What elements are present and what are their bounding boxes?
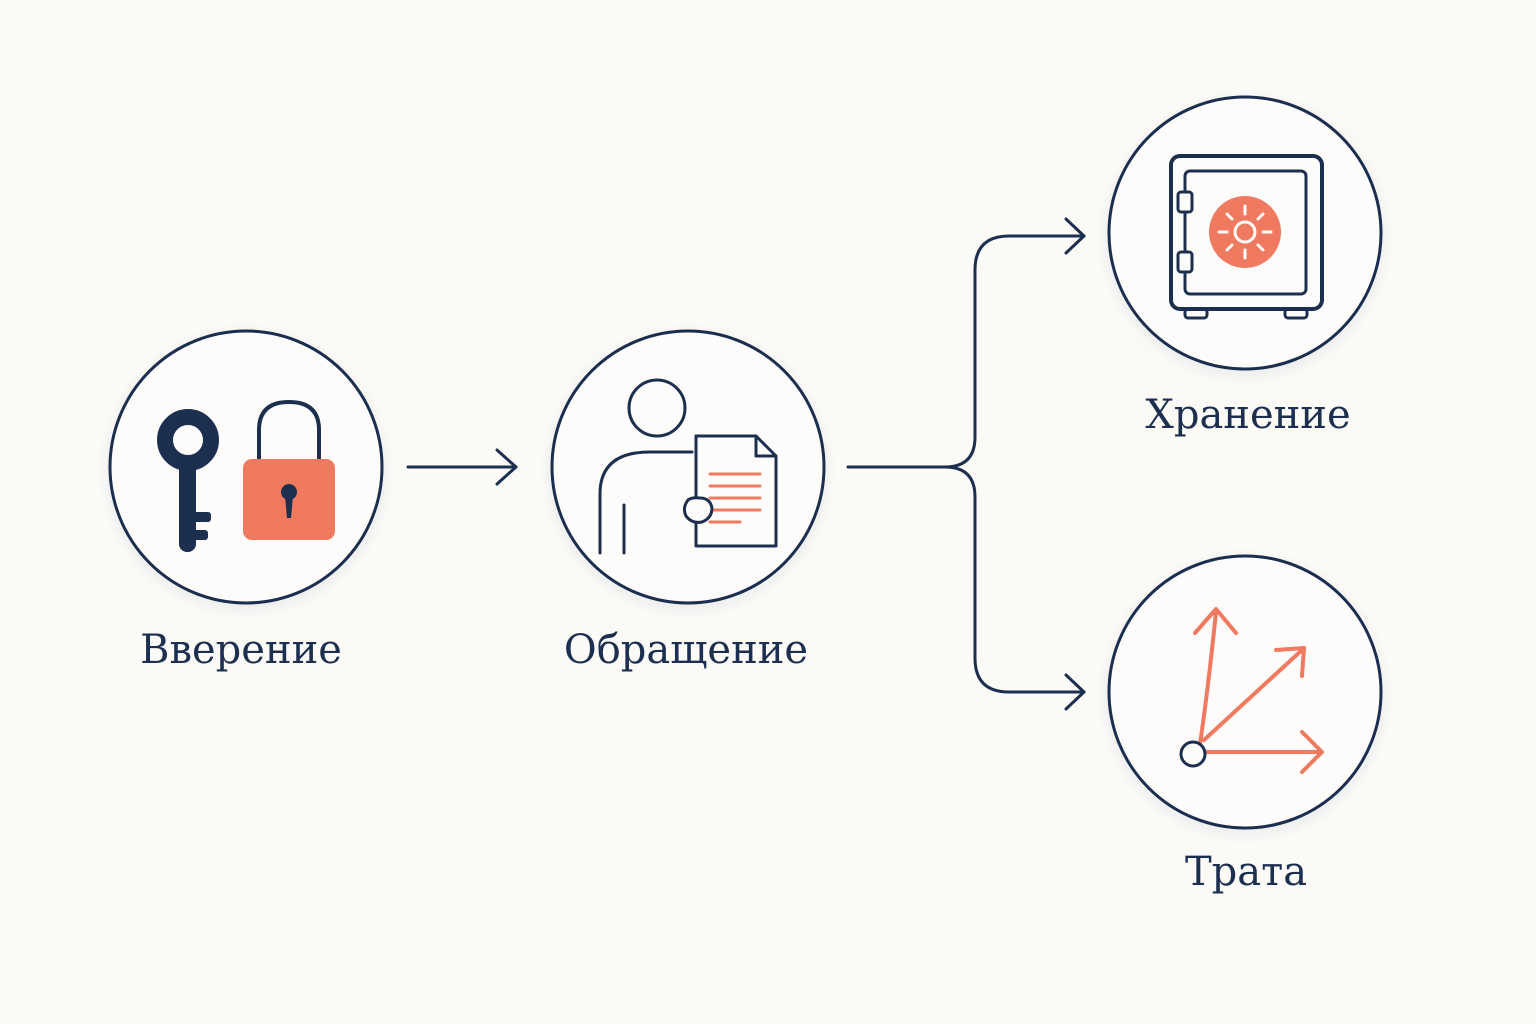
node-label-entrust: Вверение (140, 627, 342, 673)
person-with-document-icon (598, 378, 778, 555)
diverging-arrows-icon (1179, 607, 1324, 774)
document-icon (694, 434, 778, 548)
node-label-spending: Трата (1184, 849, 1308, 895)
person-head-icon (627, 378, 687, 438)
person-body-icon (598, 450, 694, 555)
key-and-padlock-icon (157, 399, 335, 552)
node-spending-circle (1107, 554, 1383, 830)
safe-icon (1169, 154, 1324, 320)
node-label-handling: Обращение (563, 627, 809, 673)
node-label-storage: Хранение (1145, 392, 1351, 438)
safe-dial-icon (1209, 196, 1281, 268)
person-hand-icon (682, 496, 714, 524)
padlock-icon (243, 399, 335, 540)
arrow-head-to-storage (1064, 217, 1086, 255)
key-icon (157, 409, 219, 552)
arrow-head-to-spending (1064, 673, 1086, 711)
branch-connector (846, 234, 1086, 694)
node-handling-circle (550, 329, 826, 605)
connectors (406, 217, 1086, 711)
arrow-entrust-to-handling (406, 448, 518, 486)
